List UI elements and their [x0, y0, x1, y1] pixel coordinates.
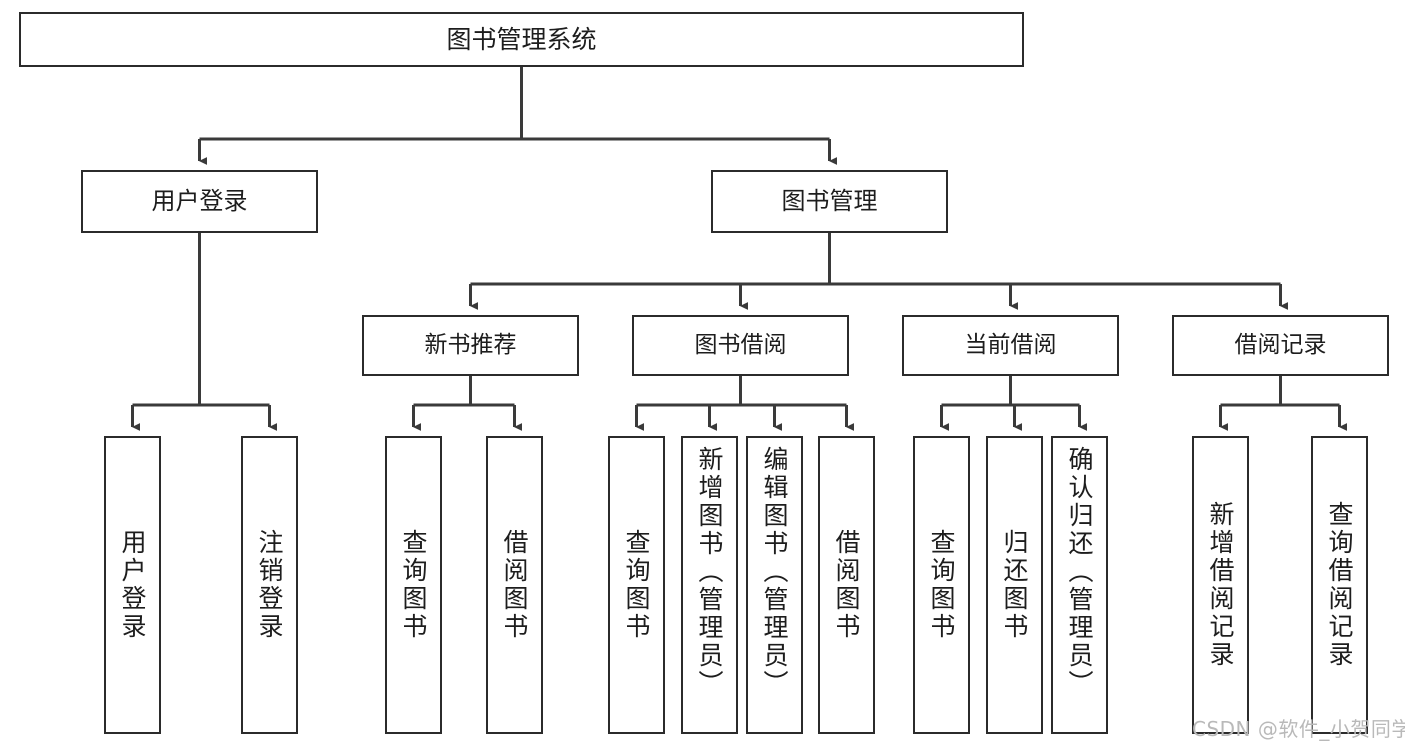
node-label-leaf-rec-query: 查询图书	[399, 529, 428, 641]
node-current-borrow[interactable]: 当前借阅	[902, 315, 1119, 376]
node-leaf-rec-borrow[interactable]: 借阅图书	[486, 436, 543, 734]
watermark-text: CSDN @软件_小贺同学	[1192, 717, 1405, 741]
node-leaf-user-login[interactable]: 用户登录	[104, 436, 161, 734]
node-user-login[interactable]: 用户登录	[81, 170, 318, 233]
node-label-leaf-book-add: 新增图书（管理员）	[695, 446, 724, 698]
node-label-book-borrow: 图书借阅	[694, 331, 787, 358]
node-book-manage[interactable]: 图书管理	[711, 170, 948, 233]
node-leaf-book-edit[interactable]: 编辑图书（管理员）	[746, 436, 803, 734]
node-leaf-rec-add[interactable]: 新增借阅记录	[1192, 436, 1249, 734]
node-borrow-record[interactable]: 借阅记录	[1172, 315, 1389, 376]
node-label-leaf-cur-return: 归还图书	[1000, 529, 1029, 641]
node-leaf-cur-confirm[interactable]: 确认归还（管理员）	[1051, 436, 1108, 734]
node-root[interactable]: 图书管理系统	[19, 12, 1024, 67]
node-label-leaf-cur-query: 查询图书	[927, 529, 956, 641]
node-leaf-rec-query[interactable]: 查询图书	[385, 436, 442, 734]
node-leaf-book-lend[interactable]: 借阅图书	[818, 436, 875, 734]
node-label-leaf-user-login: 用户登录	[118, 529, 147, 641]
node-label-leaf-cur-confirm: 确认归还（管理员）	[1065, 446, 1094, 698]
node-label-leaf-book-edit: 编辑图书（管理员）	[760, 446, 789, 698]
node-book-borrow[interactable]: 图书借阅	[632, 315, 849, 376]
node-label-leaf-borrow-query: 查询图书	[622, 529, 651, 641]
node-leaf-borrow-query[interactable]: 查询图书	[608, 436, 665, 734]
node-label-root: 图书管理系统	[446, 24, 597, 54]
node-label-leaf-rec-borrow: 借阅图书	[500, 529, 529, 641]
node-leaf-book-add[interactable]: 新增图书（管理员）	[681, 436, 738, 734]
node-label-leaf-user-logout: 注销登录	[255, 529, 284, 641]
node-leaf-user-logout[interactable]: 注销登录	[241, 436, 298, 734]
node-label-current-borrow: 当前借阅	[964, 331, 1057, 358]
node-label-new-book-rec: 新书推荐	[424, 331, 517, 358]
node-label-user-login: 用户登录	[151, 187, 248, 216]
node-leaf-cur-return[interactable]: 归还图书	[986, 436, 1043, 734]
node-new-book-rec[interactable]: 新书推荐	[362, 315, 579, 376]
node-leaf-rec-search[interactable]: 查询借阅记录	[1311, 436, 1368, 734]
node-label-book-manage: 图书管理	[781, 187, 878, 216]
node-label-leaf-rec-search: 查询借阅记录	[1325, 501, 1354, 669]
node-label-borrow-record: 借阅记录	[1234, 331, 1327, 358]
node-label-leaf-book-lend: 借阅图书	[832, 529, 861, 641]
node-leaf-cur-query[interactable]: 查询图书	[913, 436, 970, 734]
node-label-leaf-rec-add: 新增借阅记录	[1206, 501, 1235, 669]
